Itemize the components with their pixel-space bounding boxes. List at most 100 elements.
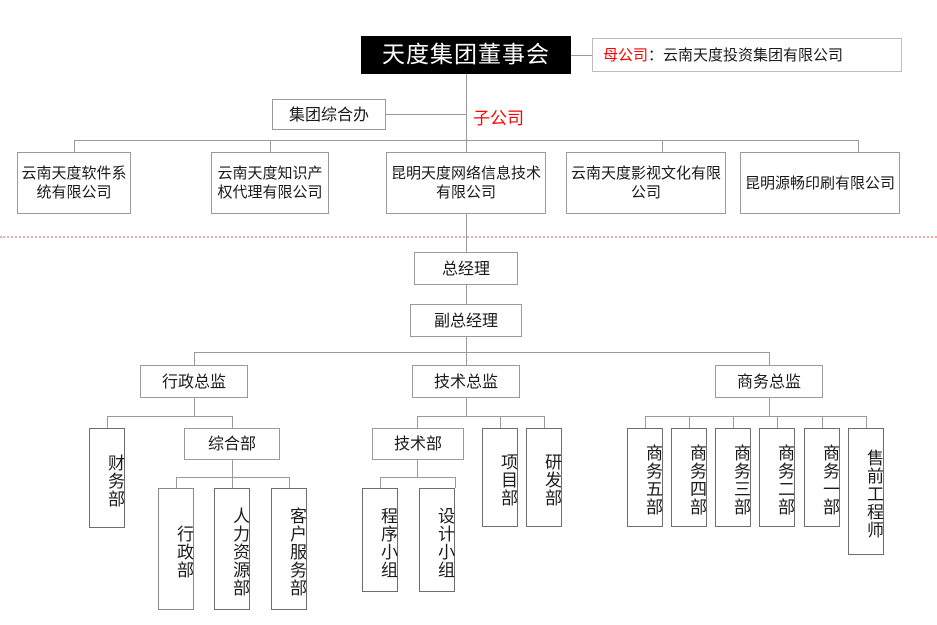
parent-company-value: 云南天度投资集团有限公司 [663, 45, 844, 64]
connector-technology-bus [380, 477, 455, 478]
connector-admin-trunk [194, 398, 195, 416]
dept-box-general-affairs: 综合部 [184, 428, 280, 460]
director-label-tech: 技术总监 [433, 371, 498, 391]
connector-business-drop-2 [689, 416, 690, 428]
connector-admin-bus [107, 416, 232, 417]
dept-box-customer-service: 客户服务部 [271, 488, 307, 610]
connector-technology-trunk [417, 460, 418, 477]
dept-box-administration: 行政部 [158, 488, 194, 610]
subsidiary-tag-label: 子公司 [473, 109, 524, 129]
subsidiary-label-3: 昆明天度网络信息技术有限公司 [390, 164, 541, 201]
connector-technology-drop-2 [455, 477, 456, 488]
dept-label-project: 项目部 [497, 453, 517, 507]
connector-director-drop-3 [769, 352, 770, 365]
dept-label-design-team: 设计小组 [434, 506, 454, 579]
dept-label-business-unit-1: 商务一部 [819, 444, 839, 516]
group-office-label: 集团综合办 [288, 104, 369, 124]
deputy-general-manager-label: 副总经理 [433, 310, 498, 330]
dept-box-finance: 财务部 [89, 428, 125, 528]
board-of-directors-box: 天度集团董事会 [361, 36, 571, 74]
dept-label-presales-engineer: 售前工程师 [863, 449, 883, 539]
subsidiary-box-3: 昆明天度网络信息技术有限公司 [386, 152, 546, 214]
parent-company-tag: 母公司 [603, 45, 649, 64]
dept-label-business-unit-2: 商务二部 [774, 444, 794, 516]
dept-box-technology: 技术部 [372, 428, 464, 460]
connector-dgm-trunk [466, 337, 467, 352]
dept-label-human-resources: 人力资源部 [229, 506, 249, 597]
connector-root-to-parent-note [571, 55, 592, 56]
connector-tech-bus [417, 416, 544, 417]
connector-director-drop-2 [466, 352, 467, 365]
director-box-tech: 技术总监 [412, 365, 520, 398]
connector-business-drop-3 [733, 416, 734, 428]
dept-box-human-resources: 人力资源部 [214, 488, 250, 610]
connector-subsidiary-drop-4 [662, 140, 663, 152]
section-divider [0, 236, 937, 238]
connector-group-office-to-trunk [386, 114, 466, 115]
dept-label-customer-service: 客户服务部 [286, 506, 306, 597]
connector-business-drop-5 [822, 416, 823, 428]
director-box-admin: 行政总监 [140, 365, 248, 398]
connector-business-bus [645, 416, 866, 417]
connector-trunk-to-divider [466, 214, 467, 236]
dept-box-business-unit-2: 商务二部 [759, 428, 795, 527]
connector-tech-drop-2 [500, 416, 501, 428]
general-manager-box: 总经理 [414, 252, 518, 285]
connector-business-drop-4 [777, 416, 778, 428]
connector-general-affairs-drop-3 [289, 477, 290, 488]
dept-box-program-team: 程序小组 [362, 488, 398, 592]
dept-box-research: 研发部 [526, 428, 562, 527]
subsidiary-label-2: 云南天度知识产权代理有限公司 [217, 164, 323, 201]
dept-label-research: 研发部 [541, 453, 561, 507]
dept-label-business-unit-5: 商务五部 [642, 444, 662, 516]
connector-director-drop-1 [194, 352, 195, 365]
group-office-box: 集团综合办 [272, 99, 386, 130]
connector-admin-drop-finance [107, 416, 108, 428]
connector-subsidiary-drop-2 [270, 140, 271, 152]
connector-general-affairs-drop-2 [232, 477, 233, 488]
connector-subsidiary-drop-3 [466, 140, 467, 152]
dept-label-business-unit-3: 商务三部 [730, 444, 750, 516]
dept-box-business-unit-1: 商务一部 [804, 428, 840, 527]
subsidiary-label-4: 云南天度影视文化有限公司 [570, 164, 721, 201]
dept-label-administration: 行政部 [173, 524, 193, 579]
deputy-general-manager-box: 副总经理 [410, 304, 522, 337]
director-box-business: 商务总监 [715, 365, 823, 398]
connector-subsidiary-drop-5 [858, 140, 859, 152]
connector-general-affairs-drop-1 [176, 477, 177, 488]
board-of-directors-label: 天度集团董事会 [382, 41, 550, 68]
dept-label-business-unit-4: 商务四部 [686, 444, 706, 516]
connector-technology-drop-1 [380, 477, 381, 488]
dept-label-technology: 技术部 [393, 434, 442, 453]
subsidiary-box-4: 云南天度影视文化有限公司 [566, 152, 726, 214]
dept-box-business-unit-5: 商务五部 [627, 428, 663, 527]
dept-label-general-affairs: 综合部 [207, 434, 256, 453]
connector-general-affairs-trunk [232, 460, 233, 477]
subsidiary-label-5: 昆明源畅印刷有限公司 [744, 173, 895, 192]
subsidiary-label-1: 云南天度软件系统有限公司 [21, 164, 127, 201]
parent-company-separator: ： [648, 45, 664, 64]
connector-tech-drop-3 [544, 416, 545, 428]
connector-root-trunk [466, 74, 467, 140]
general-manager-label: 总经理 [441, 258, 490, 278]
connector-business-drop-1 [645, 416, 646, 428]
dept-label-program-team: 程序小组 [377, 506, 397, 579]
connector-gm-to-dgm [466, 285, 467, 304]
connector-tech-drop-1 [417, 416, 418, 428]
connector-director-bus [194, 352, 769, 353]
connector-tech-trunk [466, 398, 467, 416]
director-label-business: 商务总监 [736, 371, 801, 391]
subsidiary-box-1: 云南天度软件系统有限公司 [17, 152, 131, 214]
connector-divider-to-gm [466, 236, 467, 252]
dept-box-project: 项目部 [482, 428, 518, 527]
subsidiary-box-2: 云南天度知识产权代理有限公司 [211, 152, 329, 214]
connector-business-trunk [769, 398, 770, 416]
dept-label-finance: 财务部 [104, 453, 124, 508]
connector-subsidiary-drop-1 [74, 140, 75, 152]
subsidiary-box-5: 昆明源畅印刷有限公司 [740, 152, 900, 214]
dept-box-presales-engineer: 售前工程师 [848, 428, 884, 555]
connector-admin-drop-general [232, 416, 233, 428]
parent-company-note-box: 母公司：云南天度投资集团有限公司 [592, 38, 902, 72]
dept-box-business-unit-3: 商务三部 [715, 428, 751, 527]
